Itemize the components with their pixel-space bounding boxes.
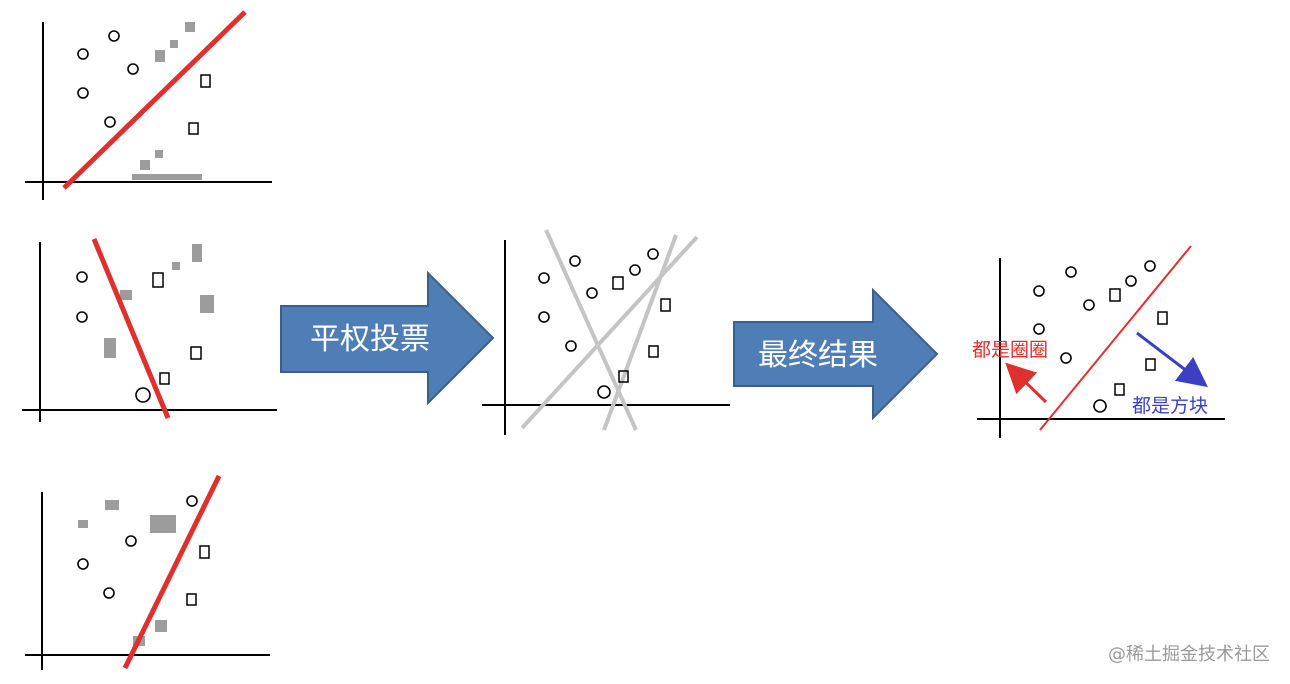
classifier-panel-3	[25, 474, 270, 670]
final-panel: 都是圈圈 都是方块	[972, 245, 1225, 438]
combined-panel	[482, 229, 730, 435]
classifier-panel-2	[22, 238, 277, 422]
final-arrow-label: 最终结果	[758, 338, 878, 373]
vote-arrow: 平权投票	[280, 270, 495, 406]
circle-side-label: 都是圈圈	[972, 339, 1048, 361]
square-side-arrow	[1136, 331, 1208, 388]
vote-arrow-label: 平权投票	[310, 322, 430, 357]
final-arrow: 最终结果	[733, 287, 939, 421]
square-side-label: 都是方块	[1132, 395, 1208, 417]
circle-side-arrow	[1005, 362, 1048, 404]
classifier-panel-1	[25, 10, 272, 200]
watermark: @稀土掘金技术社区	[1108, 644, 1270, 665]
